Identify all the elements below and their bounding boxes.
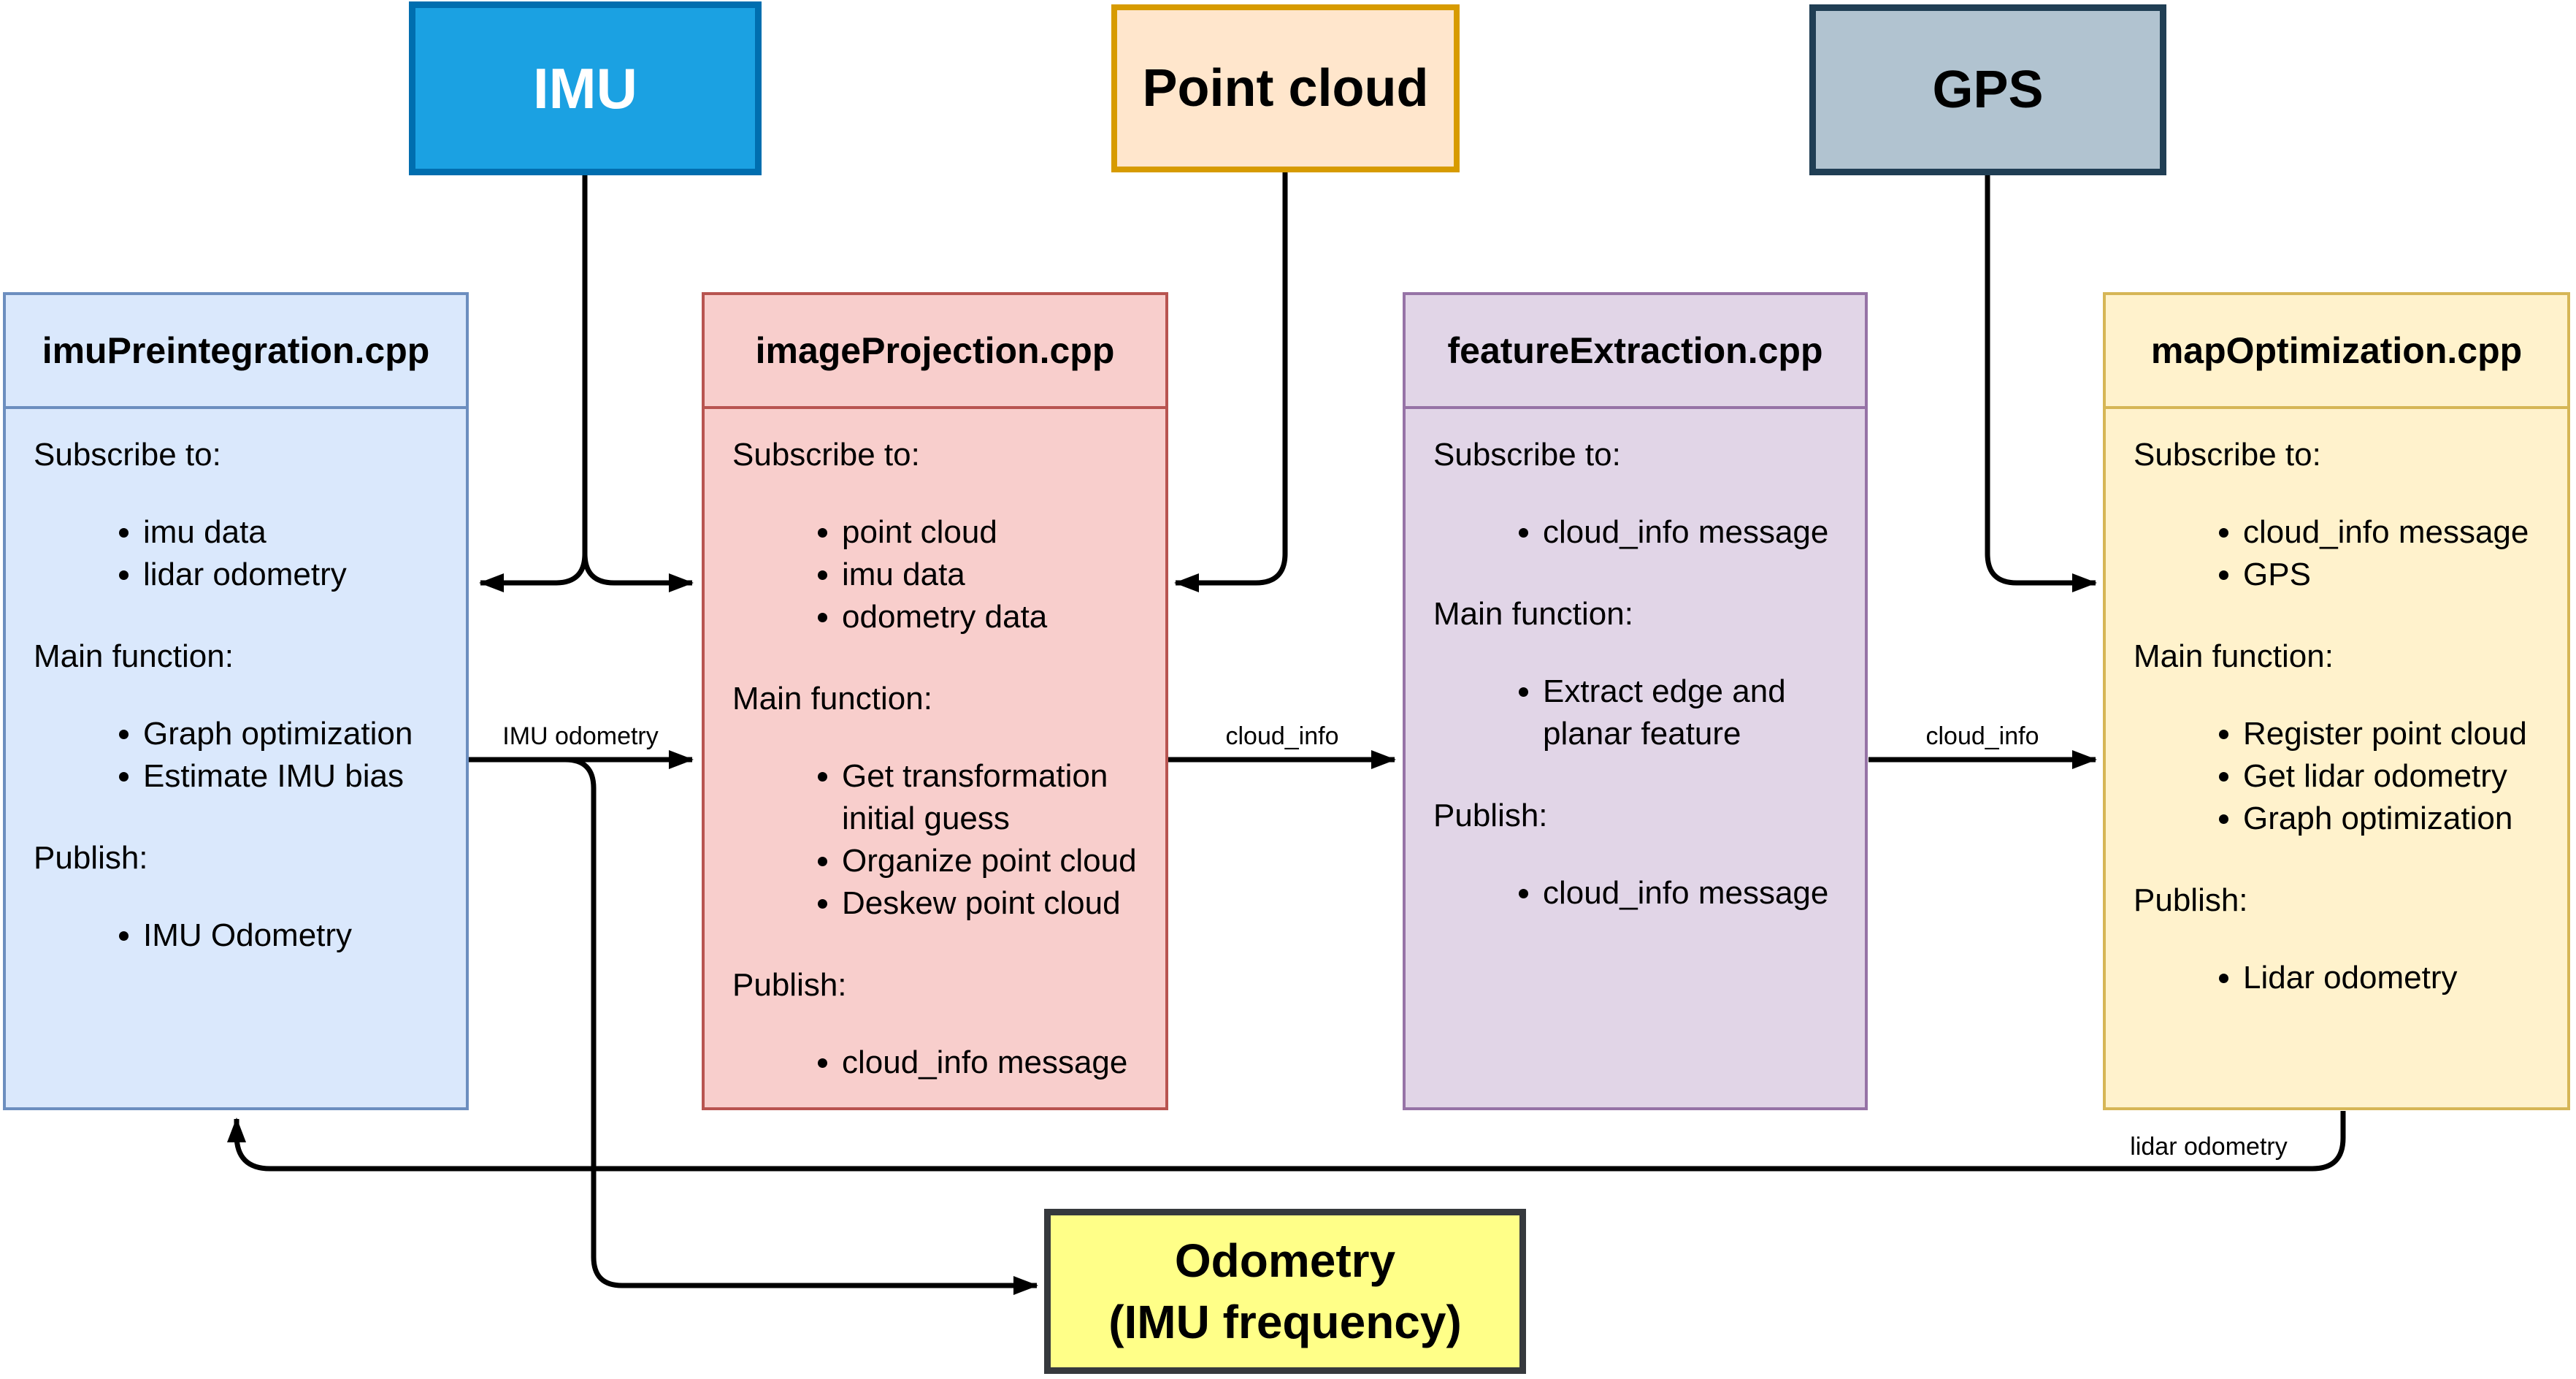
section-label: Subscribe to:: [1433, 437, 1621, 473]
point-cloud-source-node: Point cloud: [1111, 4, 1460, 172]
section-label: Main function:: [1433, 596, 1633, 632]
module-content: Subscribe to: cloud_info messageGPS Main…: [2106, 409, 2567, 999]
module-title: imageProjection.cpp: [755, 330, 1115, 371]
bullet-item: Estimate IMU bias: [143, 755, 451, 798]
section-label: Main function:: [732, 681, 932, 717]
bullet-item: cloud_info message: [1543, 511, 1850, 554]
bullet-item: Deskew point cloud: [842, 882, 1151, 925]
section-label: Subscribe to:: [732, 437, 920, 473]
mapoptimization-node: mapOptimization.cpp Subscribe to: cloud_…: [2103, 292, 2570, 1110]
bullet-item: cloud_info message: [842, 1042, 1151, 1084]
section-label: Publish:: [732, 967, 847, 1003]
imu-source-node: IMU: [409, 1, 762, 175]
bullet-list: Lidar odometry: [2134, 957, 2553, 999]
bullet-list: IMU Odometry: [34, 914, 451, 957]
edge-label-lidar-odometry: lidar odometry: [2125, 1133, 2292, 1161]
section-label: Publish:: [2134, 882, 2248, 918]
bullet-list: cloud_info message: [732, 1042, 1151, 1084]
edge-gps-to-mapoptimization: [1985, 175, 2097, 592]
bullet-item: IMU Odometry: [143, 914, 451, 957]
edge-label-imu-odometry: IMU odometry: [498, 722, 663, 751]
imageprojection-node: imageProjection.cpp Subscribe to: point …: [702, 292, 1168, 1110]
bullet-list: cloud_info message: [1433, 872, 1850, 914]
odometry-output-node: Odometry (IMU frequency): [1044, 1209, 1526, 1374]
imupreintegration-node: imuPreintegration.cpp Subscribe to: imu …: [3, 292, 469, 1110]
edge-lidar-odometry-feedback: [227, 1111, 2346, 1172]
gps-label: GPS: [1932, 61, 2044, 119]
edge-pointcloud-to-imageprojection: [1174, 172, 1288, 592]
module-title: featureExtraction.cpp: [1447, 330, 1823, 371]
bullet-list: point cloudimu dataodometry data: [732, 511, 1151, 638]
bullet-list: Extract edge and planar feature: [1433, 671, 1850, 755]
bullet-item: Graph optimization: [2243, 798, 2553, 840]
bullet-list: cloud_info message: [1433, 511, 1850, 554]
bullet-list: Register point cloudGet lidar odometryGr…: [2134, 713, 2553, 840]
bullet-item: imu data: [842, 554, 1151, 596]
section-label: Publish:: [1433, 798, 1548, 833]
section-label: Main function:: [2134, 638, 2334, 674]
module-content: Subscribe to: imu datalidar odometry Mai…: [6, 409, 466, 957]
point-cloud-label: Point cloud: [1142, 59, 1429, 118]
bullet-list: imu datalidar odometry: [34, 511, 451, 596]
section-label: Subscribe to:: [2134, 437, 2321, 473]
odometry-label: Odometry (IMU frequency): [1108, 1234, 1462, 1348]
bullet-list: Graph optimizationEstimate IMU bias: [34, 713, 451, 798]
edge-label-cloud-info-1: cloud_info: [1221, 722, 1343, 751]
featureextraction-node: featureExtraction.cpp Subscribe to: clou…: [1403, 292, 1868, 1110]
bullet-item: Get transformation initial guess: [842, 755, 1151, 840]
bullet-item: lidar odometry: [143, 554, 451, 596]
edge-imu-to-imupreintegration: [479, 175, 588, 592]
bullet-item: Graph optimization: [143, 713, 451, 755]
bullet-item: Organize point cloud: [842, 840, 1151, 882]
bullet-item: GPS: [2243, 554, 2553, 596]
module-title-bar: mapOptimization.cpp: [2106, 295, 2567, 409]
bullet-item: cloud_info message: [2243, 511, 2553, 554]
edge-label-cloud-info-2: cloud_info: [1921, 722, 2044, 751]
bullet-list: cloud_info messageGPS: [2134, 511, 2553, 596]
module-title: mapOptimization.cpp: [2150, 330, 2523, 371]
module-content: Subscribe to: point cloudimu dataodometr…: [705, 409, 1165, 1084]
bullet-item: point cloud: [842, 511, 1151, 554]
imu-label: IMU: [533, 56, 637, 121]
edge-imu-to-imageprojection: [582, 553, 694, 592]
bullet-item: imu data: [143, 511, 451, 554]
bullet-item: cloud_info message: [1543, 872, 1850, 914]
section-label: Main function:: [34, 638, 234, 674]
bullet-item: Extract edge and planar feature: [1543, 671, 1850, 755]
bullet-item: Lidar odometry: [2243, 957, 2553, 999]
module-title-bar: featureExtraction.cpp: [1406, 295, 1865, 409]
gps-source-node: GPS: [1809, 4, 2166, 175]
module-title-bar: imuPreintegration.cpp: [6, 295, 466, 409]
bullet-item: Get lidar odometry: [2243, 755, 2553, 798]
module-content: Subscribe to: cloud_info message Main fu…: [1406, 409, 1865, 914]
bullet-item: odometry data: [842, 596, 1151, 638]
module-title-bar: imageProjection.cpp: [705, 295, 1165, 409]
section-label: Publish:: [34, 840, 148, 876]
bullet-list: Get transformation initial guessOrganize…: [732, 755, 1151, 925]
module-title: imuPreintegration.cpp: [42, 330, 430, 371]
section-label: Subscribe to:: [34, 437, 221, 473]
bullet-item: Register point cloud: [2243, 713, 2553, 755]
